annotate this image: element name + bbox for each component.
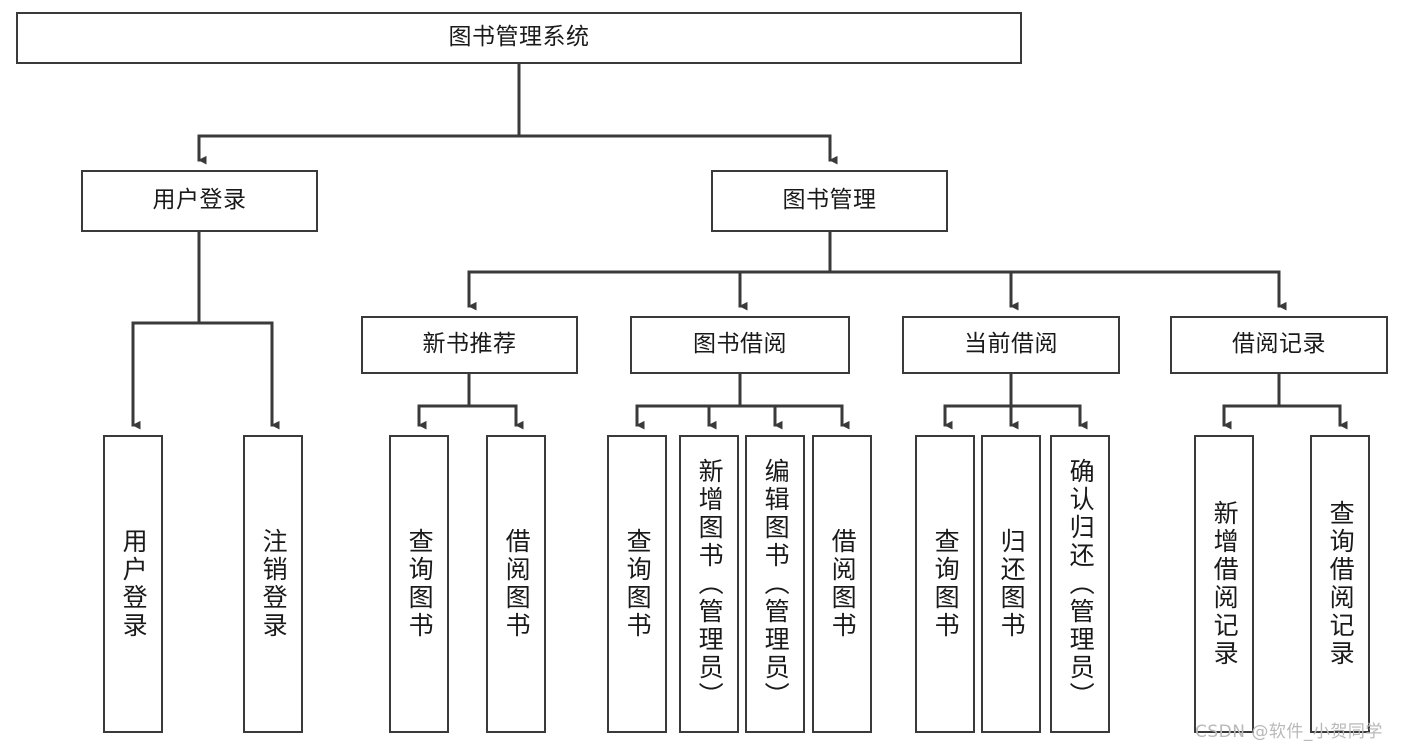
node-label: 用户登录 (152, 187, 247, 214)
leaf-confirm-return-admin[interactable]: 确认归还（管理员） (1050, 435, 1110, 733)
node-book-management-system[interactable]: 图书管理系统 (16, 12, 1022, 64)
node-label: 图书管理 (782, 187, 877, 214)
leaf-query-books-current[interactable]: 查询图书 (915, 435, 975, 733)
leaf-query-borrow-record[interactable]: 查询借阅记录 (1310, 435, 1370, 733)
node-label: 查询借阅记录 (1326, 500, 1356, 668)
node-label: 新增图书（管理员） (695, 458, 725, 710)
node-label: 编辑图书（管理员） (761, 458, 791, 710)
leaf-query-books-borrow[interactable]: 查询图书 (607, 435, 667, 733)
node-book-management[interactable]: 图书管理 (711, 170, 948, 232)
node-label: 确认归还（管理员） (1066, 458, 1096, 710)
node-new-book-recommendation[interactable]: 新书推荐 (361, 316, 578, 374)
node-label: 注销登录 (259, 528, 289, 640)
node-label: 查询图书 (405, 528, 435, 640)
node-label: 新书推荐 (422, 331, 517, 358)
node-label: 归还图书 (997, 528, 1027, 640)
leaf-user-login[interactable]: 用户登录 (103, 435, 163, 733)
node-book-borrowing[interactable]: 图书借阅 (630, 316, 850, 374)
leaf-logout[interactable]: 注销登录 (243, 435, 303, 733)
csdn-watermark: CSDN @软件_小贺同学 (1195, 722, 1383, 742)
node-label: 新增借阅记录 (1210, 500, 1240, 668)
node-label: 借阅图书 (828, 528, 858, 640)
leaf-add-borrow-record[interactable]: 新增借阅记录 (1194, 435, 1254, 733)
node-label: 用户登录 (119, 528, 149, 640)
node-label: 图书借阅 (693, 331, 787, 358)
node-label: 查询图书 (623, 528, 653, 640)
leaf-borrow-books-new[interactable]: 借阅图书 (486, 435, 546, 733)
node-label: 当前借阅 (964, 331, 1058, 358)
leaf-query-books-new[interactable]: 查询图书 (389, 435, 449, 733)
leaf-add-book-admin[interactable]: 新增图书（管理员） (679, 435, 739, 733)
leaf-edit-book-admin[interactable]: 编辑图书（管理员） (745, 435, 805, 733)
leaf-borrow-books[interactable]: 借阅图书 (812, 435, 872, 733)
node-label: 借阅图书 (502, 528, 532, 640)
node-current-borrowing[interactable]: 当前借阅 (902, 316, 1120, 374)
node-borrow-records[interactable]: 借阅记录 (1170, 316, 1388, 374)
leaf-return-books[interactable]: 归还图书 (981, 435, 1041, 733)
node-label: 图书管理系统 (448, 24, 590, 51)
node-label: 借阅记录 (1232, 331, 1326, 358)
node-user-login[interactable]: 用户登录 (81, 170, 318, 232)
node-label: 查询图书 (931, 528, 961, 640)
